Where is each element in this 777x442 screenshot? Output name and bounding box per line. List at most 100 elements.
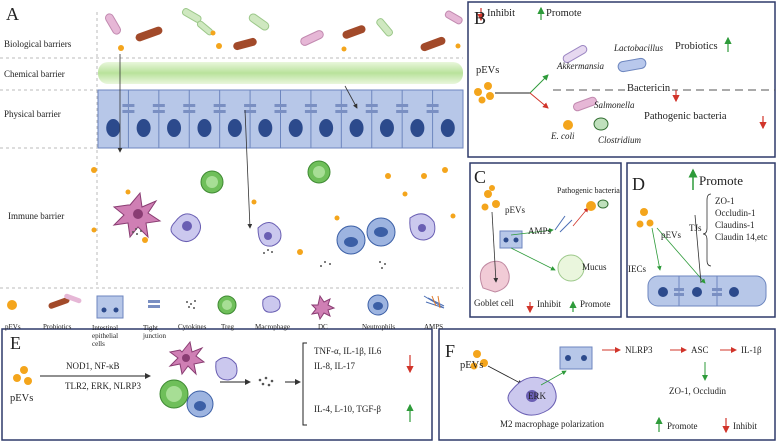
- legend-tj-icon: [148, 300, 160, 303]
- tight-junction: [244, 104, 257, 107]
- probiotic-bacterium: [233, 37, 257, 51]
- legend-label-treg: Treg: [221, 323, 234, 331]
- lactobacillus-label: Lactobacillus: [614, 43, 663, 53]
- il1b-label: IL-1β: [741, 345, 762, 355]
- occludin-label: Occludin-1: [715, 208, 756, 218]
- akkermansia-label: Akkermansia: [557, 61, 604, 71]
- bacterium-pink: [105, 13, 121, 35]
- iecs-label: IECs: [628, 264, 646, 274]
- cell-nucleus: [440, 119, 455, 137]
- cell-nucleus: [288, 119, 303, 137]
- legend-label-neutrophils: Neutrophils: [362, 323, 396, 331]
- pathway-label-1: NOD1, NF-κB: [66, 361, 120, 371]
- cell-nucleus: [258, 119, 273, 137]
- panel-b-letter: B: [474, 8, 487, 28]
- panel-f-letter: F: [445, 341, 456, 361]
- legend-dc-icon: [310, 294, 336, 321]
- probiotics-label: Probiotics: [675, 41, 718, 52]
- legend-label-dc: DC: [318, 323, 328, 331]
- tight-junction: [274, 110, 287, 113]
- cell-nucleus: [136, 119, 151, 137]
- cell-dividers: [127, 90, 434, 148]
- dc-cell: [112, 191, 162, 239]
- cell-nucleus: [167, 119, 182, 137]
- tight-junction: [152, 110, 165, 113]
- bacterium-pink: [444, 10, 463, 25]
- tight-junction: [396, 110, 409, 113]
- panel-e: [1, 328, 433, 441]
- cytokine-icon: [258, 376, 274, 387]
- ecoli-icon: [563, 120, 573, 130]
- panel-a-letter: A: [6, 4, 19, 24]
- cell-nucleus: [349, 119, 364, 137]
- bacterium-green: [376, 18, 393, 37]
- pathogenic-label: Pathogenic bacteria: [557, 186, 620, 195]
- bacterium-pink: [300, 30, 324, 46]
- tight-junction: [335, 104, 348, 107]
- tight-junction: [426, 104, 439, 107]
- clostridium-label: Clostridium: [598, 135, 642, 145]
- cytokines-up: IL-4, L-10, TGF-β: [314, 404, 381, 414]
- legend-probiotic-icon: [48, 297, 70, 309]
- arrow: [244, 109, 253, 229]
- pevs-label: pEVs: [661, 230, 681, 240]
- cell-nucleus: [379, 119, 394, 137]
- pevs-label: pEVs: [505, 205, 525, 215]
- tight-junctions: [122, 104, 439, 113]
- probiotic-bacterium: [135, 26, 163, 42]
- legend-label-amps: AMPS: [424, 323, 444, 331]
- salmonella-icon: [572, 96, 598, 112]
- bacterium-green: [181, 8, 202, 23]
- pathogenic-label: Pathogenic bacteria: [644, 111, 727, 122]
- lactobacillus-icon: [617, 57, 647, 73]
- panel-c: [469, 162, 622, 318]
- ecoli-label: E. coli: [551, 131, 575, 141]
- pevs-label: pEVs: [10, 393, 34, 404]
- tight-junction: [304, 110, 317, 113]
- pev-dots-immune: [91, 167, 456, 255]
- row-label-immune: Immune barrier: [8, 211, 65, 221]
- legend-label-macrophage: Macrophage: [255, 323, 290, 331]
- tight-junction: [183, 110, 196, 113]
- macrophage-icon: [215, 357, 238, 381]
- pev-cluster: [481, 185, 500, 211]
- iec-icon: [499, 230, 523, 249]
- bactericin-label: Bactericin: [625, 83, 673, 95]
- legend-icons: [7, 293, 445, 321]
- mucus-icon: [557, 254, 585, 282]
- cell-nucleus: [319, 119, 334, 137]
- legend-inhibit: Inhibit: [733, 421, 757, 431]
- bacterium-green: [248, 13, 270, 31]
- tight-junction: [304, 104, 317, 107]
- probiotic-bacterium: [420, 36, 446, 52]
- salmonella-label: Salmonella: [594, 100, 635, 110]
- pev-dots-top: [118, 30, 461, 52]
- panel-f: [438, 328, 776, 441]
- legend-pev-icon: [7, 300, 17, 310]
- bacteria-group: [105, 8, 463, 52]
- claudins-label: Claudins-1: [715, 220, 755, 230]
- pev-cluster: [13, 366, 32, 385]
- zo1-occludin-label: ZO-1, Occludin: [669, 386, 726, 396]
- mucus-layer: [98, 62, 463, 84]
- tight-junction: [426, 110, 439, 113]
- panel-c-letter: C: [474, 167, 487, 187]
- pathogen-icon: [586, 201, 596, 211]
- panel-a: [0, 8, 464, 321]
- goblet-cell-icon: [479, 260, 510, 293]
- cytokines-down-2: IL-8, IL-17: [314, 361, 355, 371]
- legend-inhibit: Inhibit: [487, 8, 515, 19]
- legend-label-iec: Intestinal epithelial cells: [92, 324, 119, 348]
- legend-label-probiotics: Probiotics: [43, 323, 72, 331]
- mucus-label: Mucus: [582, 262, 607, 272]
- tight-junction: [365, 110, 378, 113]
- pevs-label: pEVs: [476, 65, 500, 76]
- akkermansia-icon: [562, 45, 588, 63]
- tjs-label: TJs: [689, 223, 702, 233]
- panel-d-letter: D: [632, 174, 645, 194]
- pev-cluster: [470, 350, 488, 370]
- legend-label-tight-junction: Tight junction: [143, 324, 166, 340]
- tight-junction: [396, 104, 409, 107]
- tight-junction: [152, 104, 165, 107]
- pevs-label: pEVs: [460, 360, 484, 371]
